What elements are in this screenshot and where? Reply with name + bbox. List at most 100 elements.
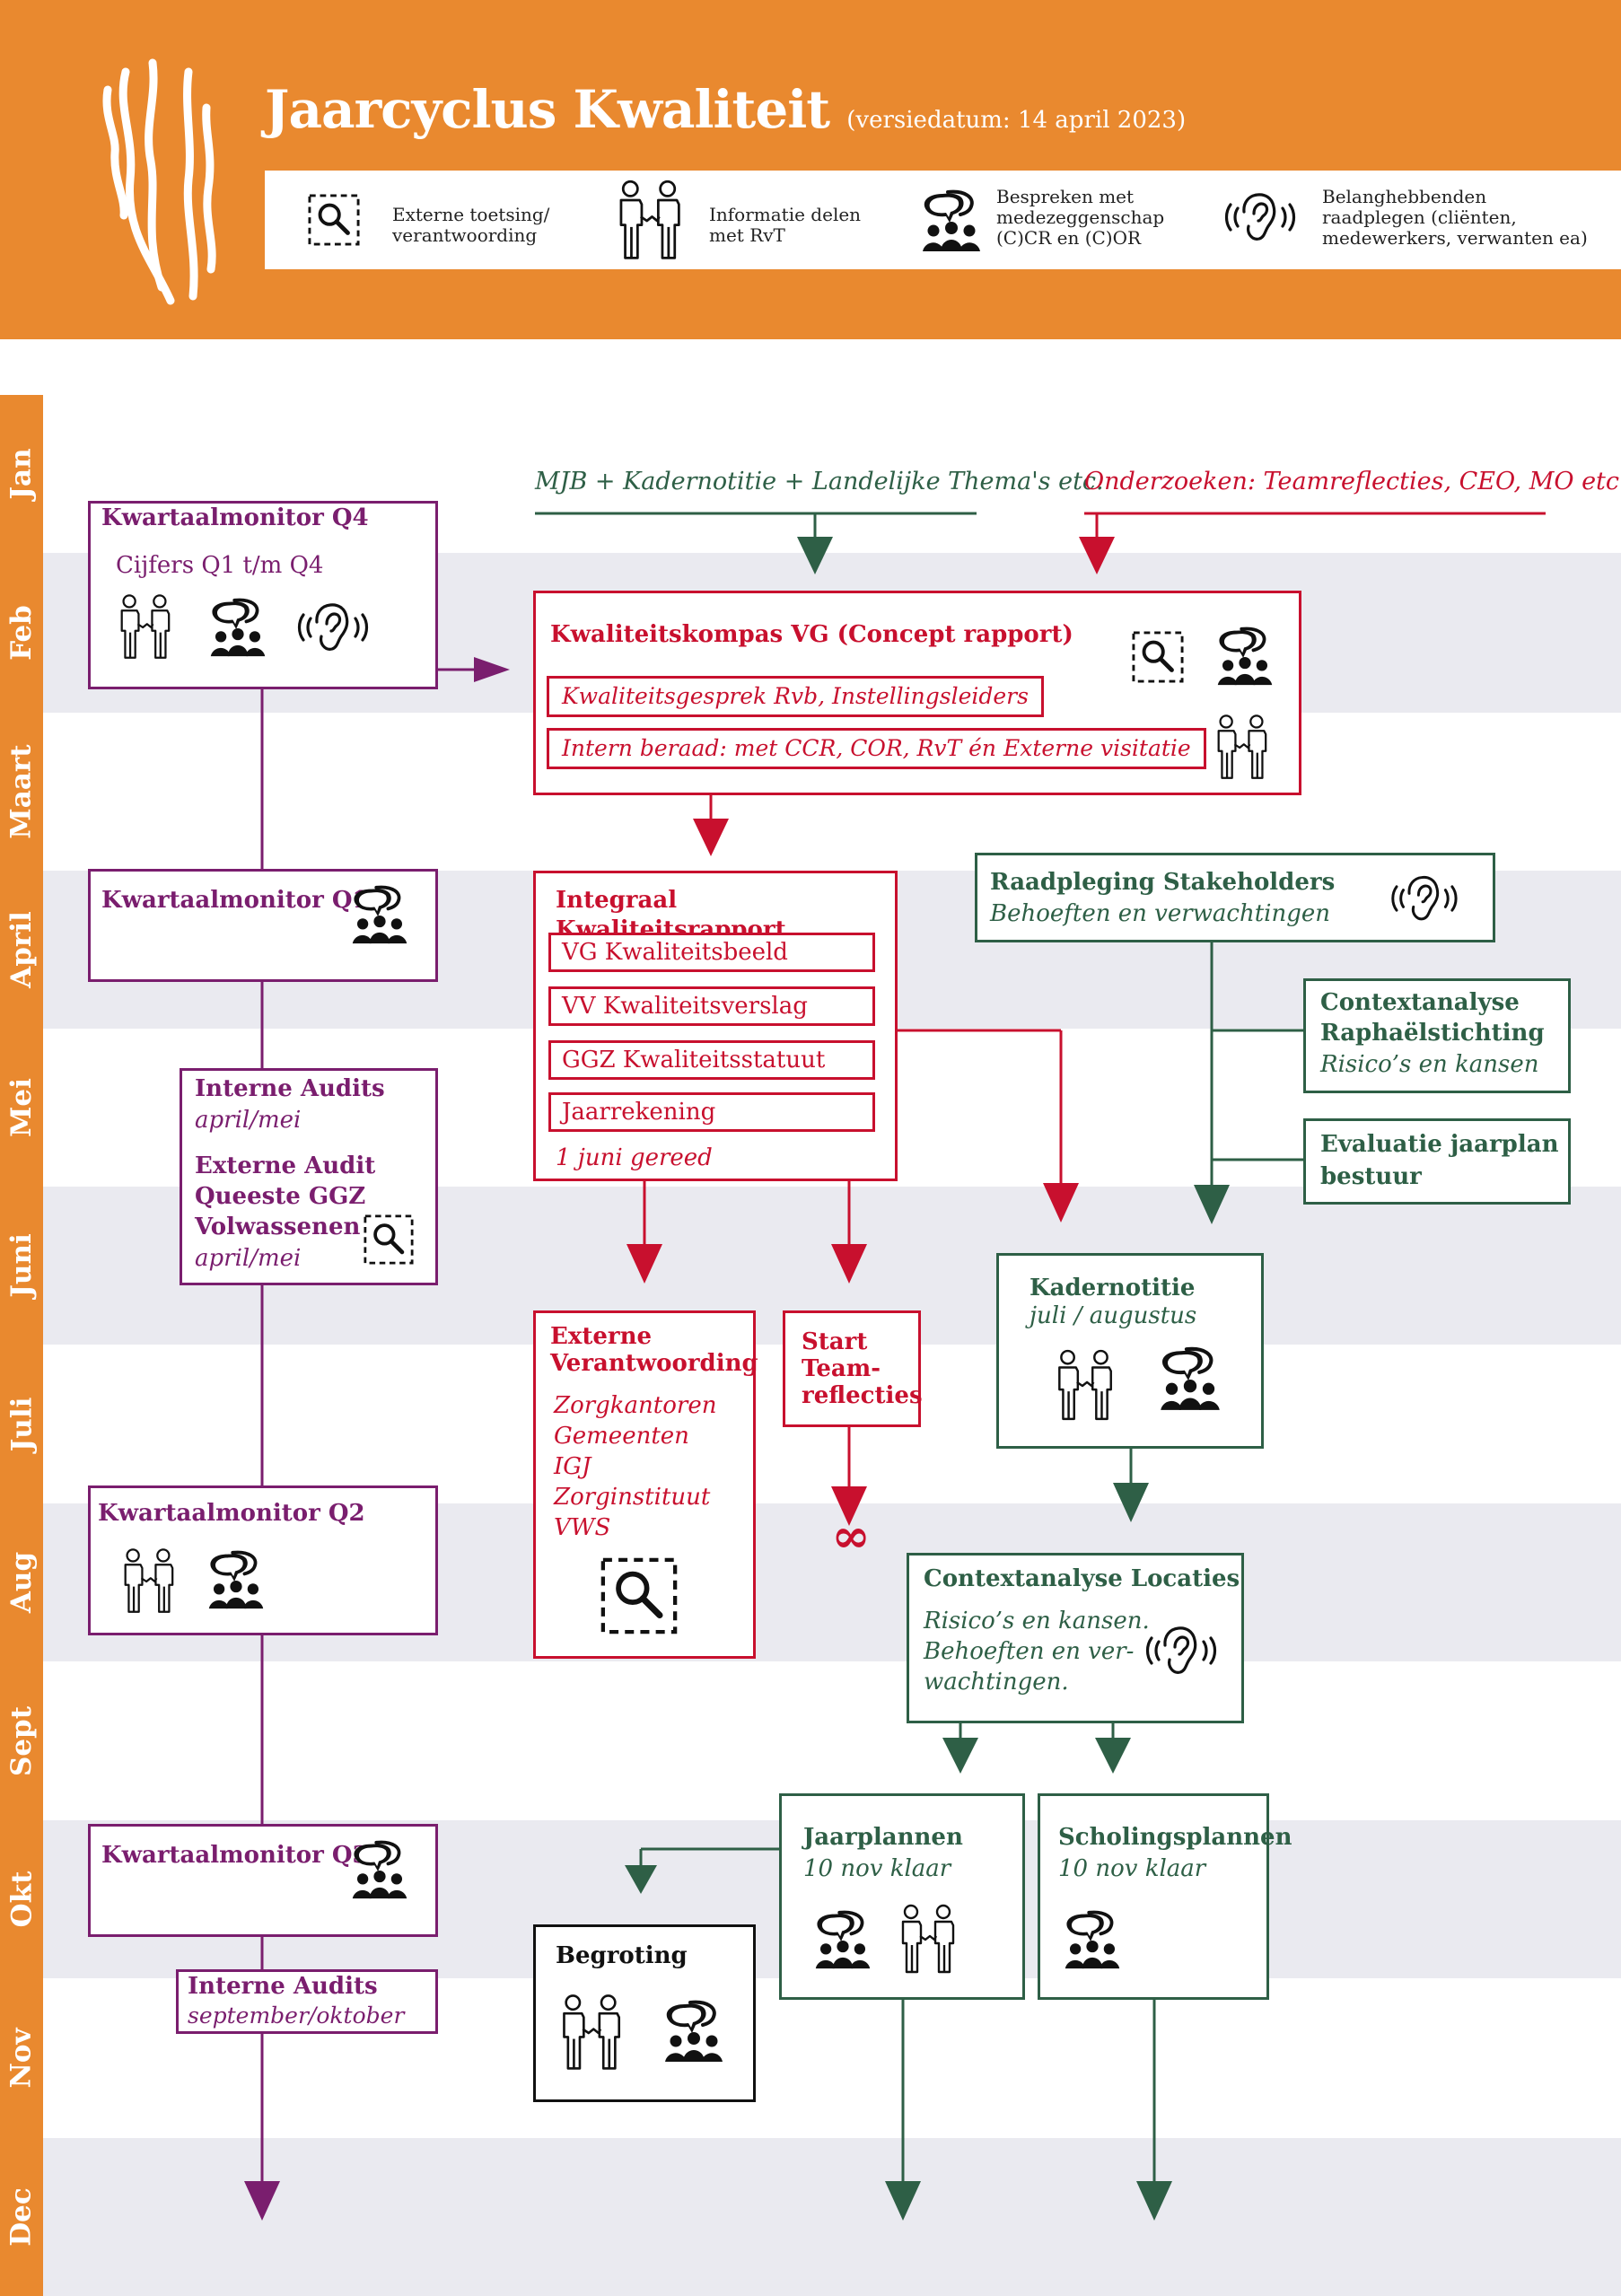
people-speech-icon (658, 1999, 730, 2064)
people-speech-icon (202, 1549, 270, 1610)
search-icon (1132, 631, 1184, 683)
month-label: Dec (5, 2187, 39, 2247)
arrow-down-icon (942, 1738, 978, 1774)
box-title: reflecties (802, 1382, 923, 1409)
externe-verantwoording: Externe Verantwoording Zorgkantoren Geme… (533, 1310, 758, 1659)
box-title: Verantwoording (550, 1350, 758, 1377)
month-label: Sept (5, 1705, 39, 1776)
month-bar (0, 395, 43, 2296)
kadernotitie: Kadernotitie juli / augustus (996, 1253, 1264, 1449)
item-jaarrekening: Jaarrekening (548, 1092, 875, 1132)
interne-externe-audits: Interne Audits april/mei Externe Audit Q… (180, 1068, 438, 1285)
box-subtitle: wachtingen. (924, 1669, 1069, 1696)
kwartaalmonitor-q1: Kwartaalmonitor Q1 (88, 869, 438, 982)
integraal-kwaliteitsrapport: Integraal Kwaliteitsrapport VG Kwaliteit… (533, 871, 898, 1181)
kwartaalmonitor-q4: Kwartaalmonitor Q4 Cijfers Q1 t/m Q4 (88, 501, 438, 689)
box-title: Begroting (556, 1942, 688, 1969)
people-speech-icon (346, 884, 414, 945)
band-dec (0, 2138, 1621, 2296)
box-title: Jaarplannen (803, 1824, 963, 1851)
infinity-icon: ∞ (831, 1509, 871, 1564)
scholingsplannen: Scholingsplannen 10 nov klaar (1038, 1793, 1292, 2000)
list-item: Zorginstituut (554, 1484, 711, 1511)
month-label: Jan (5, 448, 39, 500)
box-subtitle: april/mei (195, 1107, 302, 1134)
box-subtitle: Risico’s en kansen. (924, 1608, 1150, 1634)
kwaliteitskompas-vg: Kwaliteitskompas VG (Concept rapport) Kw… (533, 591, 1301, 795)
item-vv-kwaliteitsverslag: VV Kwaliteitsverslag (548, 986, 875, 1026)
arrow-down-icon (693, 819, 729, 856)
handshake-icon (1214, 714, 1268, 782)
box-subtitle: 10 nov klaar (803, 1855, 951, 1882)
handshake-icon (1055, 1349, 1114, 1423)
input-onderzoeken: Onderzoeken: Teamreflecties, CEO, MO etc… (1084, 468, 1621, 495)
box-title: Kwartaalmonitor Q3 (101, 1842, 369, 1869)
box-title: Queeste GGZ (195, 1183, 366, 1210)
people-speech-icon (1058, 1909, 1126, 1970)
item-ggz-kwaliteitsstatuut: GGZ Kwaliteitsstatuut (548, 1040, 875, 1080)
search-icon (364, 1214, 414, 1265)
month-label: Aug (5, 1551, 38, 1614)
box-title: Team- (802, 1355, 881, 1382)
box-subtitle: Cijfers Q1 t/m Q4 (116, 552, 324, 579)
box-title: Contextanalyse (1320, 989, 1520, 1016)
box-subtitle: Risico’s en kansen (1320, 1051, 1539, 1078)
box-title: bestuur (1320, 1163, 1422, 1190)
box-title: Scholingsplannen (1058, 1824, 1292, 1851)
month-label: Feb (5, 605, 38, 661)
box-title: Kwaliteitskompas VG (Concept rapport) (550, 621, 1073, 648)
box-title: Volwassenen (195, 1214, 361, 1240)
box-title: Interne Audits (188, 1973, 378, 2000)
begroting: Begroting (533, 1924, 756, 2102)
evaluatie-jaarplan-bestuur: Evaluatie jaarplan bestuur (1303, 1118, 1571, 1205)
box-note: 1 juni gereed (556, 1144, 713, 1171)
box-title: Raadpleging Stakeholders (990, 869, 1336, 896)
box-subtitle: juli / augustus (1030, 1302, 1197, 1329)
box-title: Contextanalyse Locaties (924, 1565, 1240, 1592)
box-title: Kwartaalmonitor Q1 (101, 887, 369, 914)
list-item: VWS (554, 1514, 611, 1541)
contextanalyse-raphaelstichting: Contextanalyse Raphaëlstichting Risico’s… (1303, 978, 1571, 1093)
page-title: Jaarcyclus Kwaliteit (versiedatum: 14 ap… (265, 79, 1187, 140)
search-icon (600, 1557, 678, 1634)
raadpleging-stakeholders: Raadpleging Stakeholders Behoeften en ve… (975, 853, 1495, 942)
month-label: Juli (5, 1397, 39, 1451)
ear-icon (1137, 1622, 1223, 1679)
ear-icon (288, 599, 376, 656)
month-label: Juni (5, 1233, 38, 1298)
box-title: Kwartaalmonitor Q2 (98, 1500, 365, 1527)
kwartaalmonitor-q2: Kwartaalmonitor Q2 (88, 1485, 438, 1635)
month-label: Okt (5, 1871, 38, 1928)
interne-audits-najaar: Interne Audits september/oktober (176, 1969, 438, 2034)
box-title: Evaluatie jaarplan (1320, 1131, 1559, 1158)
arrow-down-icon (1095, 1738, 1131, 1774)
box-title: Start (802, 1328, 868, 1355)
box-subtitle: Behoeften en ver- (924, 1638, 1135, 1665)
logo-icon (102, 58, 216, 305)
month-label: Mei (5, 1078, 39, 1137)
people-speech-icon (204, 597, 272, 658)
box-subtitle: september/oktober (188, 2002, 405, 2029)
item-vg-kwaliteitsbeeld: VG Kwaliteitsbeeld (548, 933, 875, 972)
ear-icon (1216, 188, 1302, 246)
month-label: April (5, 911, 38, 988)
jaarplannen: Jaarplannen 10 nov klaar (779, 1793, 1025, 2000)
people-speech-icon (809, 1909, 877, 1970)
tag-kwaliteitsgesprek: Kwaliteitsgesprek Rvb, Instellingsleider… (547, 676, 1044, 717)
ear-icon (1383, 872, 1464, 925)
list-item: Zorgkantoren (554, 1392, 717, 1419)
legend: Externe toetsing/verantwoording Informat… (265, 171, 1621, 269)
kwartaalmonitor-q3: Kwartaalmonitor Q3 (88, 1824, 438, 1937)
handshake-icon (559, 1994, 622, 2073)
box-title: Raphaëlstichting (1320, 1020, 1545, 1047)
month-label: Nov (5, 2028, 38, 2089)
legend-item-search: Externe toetsing/verantwoording (392, 204, 550, 246)
list-item: IGJ (554, 1453, 591, 1480)
handshake-icon (615, 180, 683, 262)
box-title: Kadernotitie (1030, 1275, 1196, 1301)
tag-intern-beraad: Intern beraad: met CCR, COR, RvT én Exte… (547, 728, 1206, 769)
list-item: Gemeenten (554, 1423, 689, 1450)
